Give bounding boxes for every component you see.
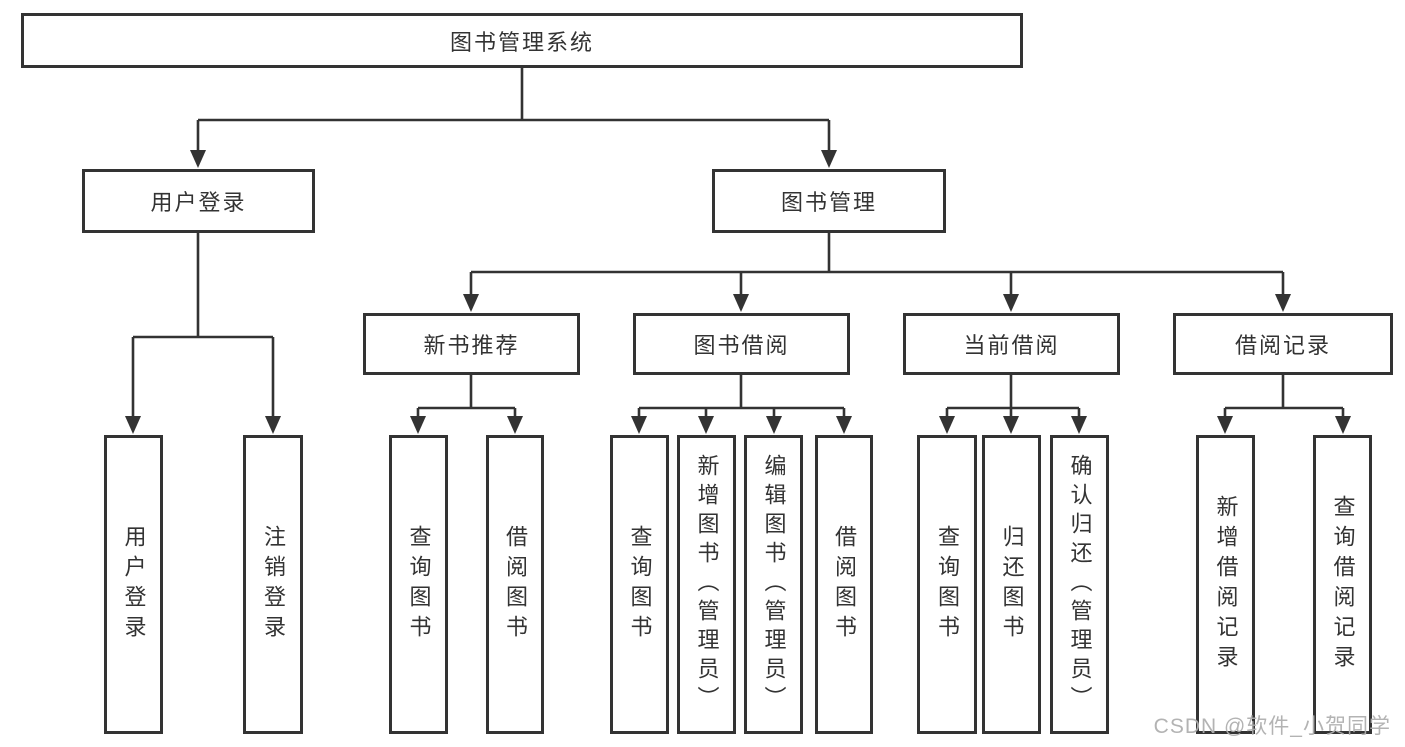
arrowhead bbox=[125, 416, 141, 434]
arrowhead bbox=[1275, 294, 1291, 312]
node-leaf-query-book-2: 查询图书 bbox=[610, 435, 669, 734]
node-root: 图书管理系统 bbox=[21, 13, 1023, 68]
node-leaf-query-record: 查询借阅记录 bbox=[1313, 435, 1372, 734]
node-leaf-borrow-book-1-label: 借阅图书 bbox=[503, 524, 528, 645]
node-root-label: 图书管理系统 bbox=[449, 29, 594, 55]
node-book-mgmt: 图书管理 bbox=[712, 169, 946, 233]
arrowhead bbox=[698, 416, 714, 434]
connector-root-to-level2 bbox=[190, 68, 837, 168]
node-leaf-query-record-label: 查询借阅记录 bbox=[1330, 494, 1356, 675]
node-leaf-borrow-book-2-label: 借阅图书 bbox=[832, 524, 857, 645]
arrowhead bbox=[1217, 416, 1233, 434]
arrowhead bbox=[463, 294, 479, 312]
arrowhead bbox=[631, 416, 647, 434]
arrowhead bbox=[265, 416, 281, 434]
arrowhead bbox=[410, 416, 426, 434]
node-leaf-borrow-book-2: 借阅图书 bbox=[815, 435, 873, 734]
node-leaf-edit-book-label: 编辑图书（管理员） bbox=[761, 454, 787, 715]
connector-book-mgmt-to-level3 bbox=[463, 233, 1291, 312]
connector-line bbox=[637, 375, 846, 426]
node-book-borrow: 图书借阅 bbox=[633, 313, 850, 375]
node-leaf-add-record-label: 新增借阅记录 bbox=[1213, 494, 1239, 675]
node-leaf-logout-label: 注销登录 bbox=[261, 524, 286, 645]
node-new-book-rec-label: 新书推荐 bbox=[423, 333, 520, 358]
node-leaf-query-book-2-label: 查询图书 bbox=[627, 524, 653, 645]
connector-current-borrow-to-leaves bbox=[939, 375, 1087, 434]
node-leaf-confirm-return: 确认归还（管理员） bbox=[1050, 435, 1109, 734]
arrowhead bbox=[507, 416, 523, 434]
node-leaf-query-book-3: 查询图书 bbox=[917, 435, 977, 734]
arrowhead bbox=[733, 294, 749, 312]
node-new-book-rec: 新书推荐 bbox=[363, 313, 580, 375]
node-leaf-return-book: 归还图书 bbox=[982, 435, 1041, 734]
connector-borrow-record-to-leaves bbox=[1217, 375, 1351, 434]
arrowhead bbox=[1003, 416, 1019, 434]
connector-new-book-rec-to-leaves bbox=[410, 375, 523, 434]
node-book-mgmt-label: 图书管理 bbox=[780, 190, 877, 215]
node-leaf-borrow-book-1: 借阅图书 bbox=[486, 435, 544, 734]
arrowhead bbox=[1071, 416, 1087, 434]
node-user-login-label: 用户登录 bbox=[150, 190, 247, 215]
watermark: CSDN @软件_小贺同学 bbox=[1153, 715, 1391, 738]
arrowhead bbox=[1003, 294, 1019, 312]
node-leaf-user-login: 用户登录 bbox=[104, 435, 163, 734]
connector-user-login-to-leaves bbox=[125, 233, 281, 434]
node-leaf-add-record: 新增借阅记录 bbox=[1196, 435, 1255, 734]
node-borrow-record-label: 借阅记录 bbox=[1234, 333, 1331, 358]
connector-book-borrow-to-leaves bbox=[631, 375, 852, 434]
node-leaf-edit-book: 编辑图书（管理员） bbox=[744, 435, 803, 734]
node-leaf-add-book: 新增图书（管理员） bbox=[677, 435, 736, 734]
arrowhead bbox=[190, 150, 206, 168]
node-current-borrow: 当前借阅 bbox=[903, 313, 1120, 375]
node-leaf-confirm-return-label: 确认归还（管理员） bbox=[1067, 454, 1093, 715]
connector-line bbox=[416, 375, 517, 426]
arrowhead bbox=[939, 416, 955, 434]
node-leaf-logout: 注销登录 bbox=[243, 435, 303, 734]
arrowhead bbox=[1335, 416, 1351, 434]
node-book-borrow-label: 图书借阅 bbox=[693, 333, 790, 358]
arrowhead bbox=[766, 416, 782, 434]
node-leaf-query-book-1-label: 查询图书 bbox=[406, 524, 432, 645]
node-leaf-query-book-3-label: 查询图书 bbox=[935, 524, 960, 645]
connector-line bbox=[196, 68, 831, 160]
node-leaf-add-book-label: 新增图书（管理员） bbox=[694, 454, 720, 715]
connector-line bbox=[1223, 375, 1345, 426]
node-user-login: 用户登录 bbox=[82, 169, 315, 233]
arrowhead bbox=[836, 416, 852, 434]
connector-line bbox=[131, 233, 275, 426]
node-borrow-record: 借阅记录 bbox=[1173, 313, 1393, 375]
node-current-borrow-label: 当前借阅 bbox=[963, 333, 1060, 358]
node-leaf-return-book-label: 归还图书 bbox=[999, 524, 1025, 645]
node-leaf-user-login-label: 用户登录 bbox=[121, 524, 147, 645]
connector-line bbox=[469, 233, 1285, 304]
arrowhead bbox=[821, 150, 837, 168]
node-leaf-query-book-1: 查询图书 bbox=[389, 435, 448, 734]
